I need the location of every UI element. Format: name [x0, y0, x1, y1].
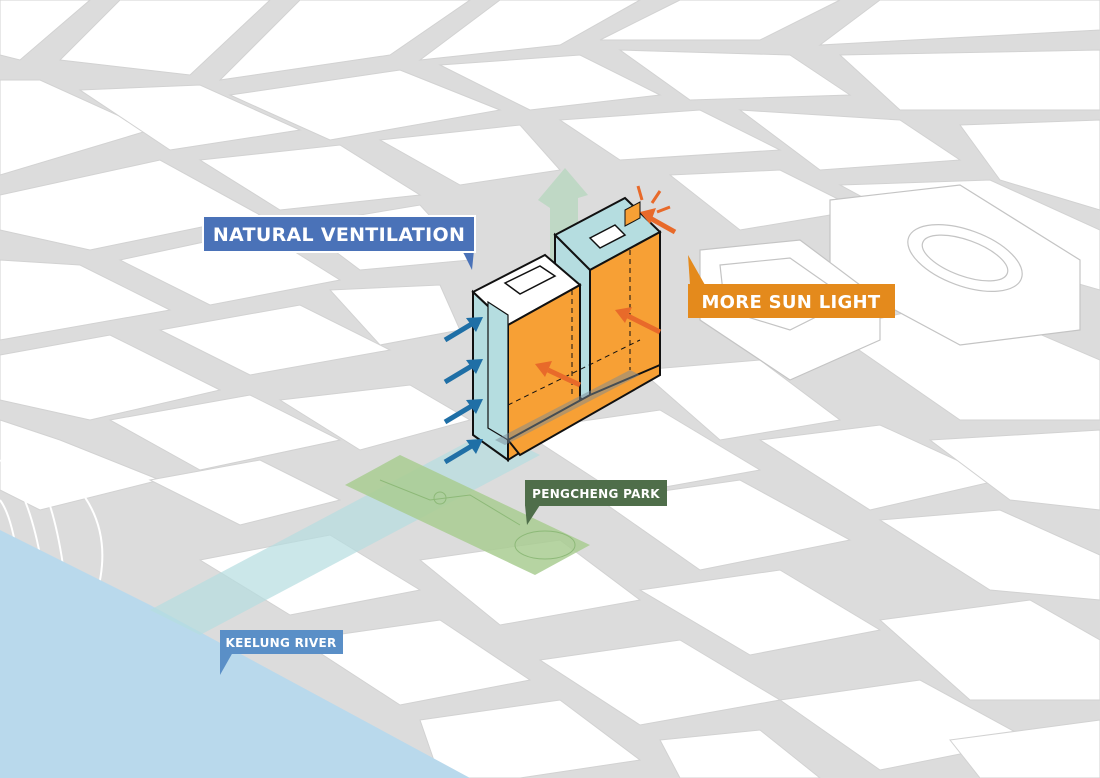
sun-ray-icon — [636, 185, 671, 214]
city-block — [518, 409, 762, 496]
city-block — [618, 49, 852, 101]
city-block — [928, 429, 1100, 511]
city-block — [878, 599, 1100, 701]
sun-arrow-icon — [535, 361, 582, 388]
city-block — [638, 569, 882, 656]
park-details — [379, 479, 576, 560]
city-block — [218, 0, 471, 81]
pengcheng-park-area — [345, 455, 590, 575]
wind-arrow-icon — [443, 439, 483, 465]
city-block — [298, 619, 532, 706]
pengcheng-park-callout: PENGCHENG PARK — [525, 480, 667, 525]
city-block — [148, 459, 342, 526]
city-block — [158, 304, 392, 376]
city-block — [438, 54, 662, 111]
callout-box — [525, 480, 667, 506]
city-block — [949, 719, 1100, 778]
pengcheng-park-label: PENGCHENG PARK — [532, 487, 660, 501]
city-block — [599, 0, 841, 41]
callout-pointer — [525, 505, 540, 525]
callout-pointer — [688, 255, 705, 285]
city-block — [0, 259, 172, 341]
ground-floor-void — [495, 370, 640, 445]
callout-pointer — [220, 652, 233, 675]
building-hidden-lines — [507, 250, 641, 406]
callout-box — [202, 215, 476, 253]
wind-arrow-icon — [443, 317, 483, 343]
wind-arrow-icon — [443, 359, 483, 385]
sun-arrows — [535, 208, 677, 388]
more-sun-light-label: MORE SUN LIGHT — [701, 292, 880, 313]
callout-box — [688, 284, 895, 318]
more-sun-light-callout: MORE SUN LIGHT — [688, 255, 895, 318]
city-block — [558, 109, 782, 161]
city-block — [78, 84, 302, 151]
city-block — [878, 509, 1100, 601]
city-block — [838, 49, 1100, 111]
city-block — [659, 729, 821, 778]
callout-pointer — [462, 250, 474, 270]
city-block — [108, 394, 342, 471]
city-block — [0, 0, 91, 61]
city-block — [58, 0, 271, 76]
city-block — [0, 159, 262, 251]
city-block — [738, 109, 962, 171]
city-block — [418, 0, 642, 61]
city-block — [818, 0, 1100, 46]
keelung-river-label: KEELUNG RIVER — [225, 636, 336, 650]
keelung-river-callout: KEELUNG RIVER — [220, 630, 343, 675]
sun-arrow-icon — [640, 208, 677, 235]
city-block — [0, 419, 162, 511]
city-block — [0, 334, 222, 421]
wind-arrow-icon — [443, 399, 483, 425]
city-block — [228, 69, 502, 141]
city-block — [198, 144, 422, 211]
ventilation-arrows — [443, 317, 483, 465]
city-block — [638, 359, 842, 441]
natural-ventilation-label: NATURAL VENTILATION — [213, 224, 465, 246]
sun-arrow-icon — [615, 307, 662, 335]
city-block — [278, 384, 472, 451]
city-block — [378, 124, 561, 186]
natural-ventilation-callout: NATURAL VENTILATION — [202, 215, 476, 270]
city-block — [959, 119, 1100, 211]
callout-box — [220, 630, 343, 654]
